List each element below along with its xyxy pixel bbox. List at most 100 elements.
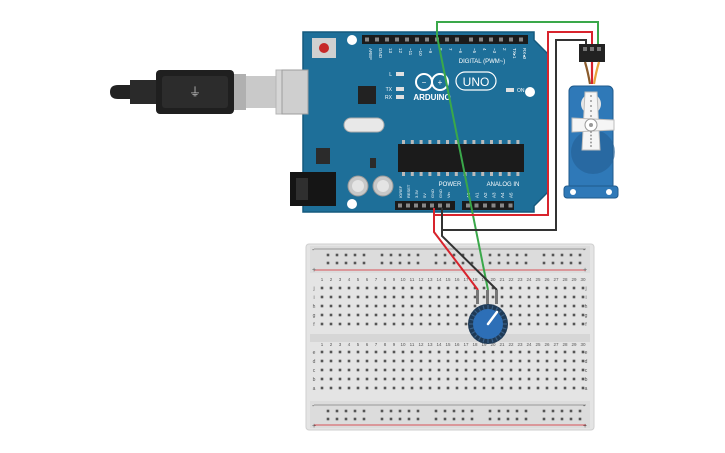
breadboard-hole[interactable]: [500, 295, 504, 299]
breadboard-hole[interactable]: [428, 313, 432, 317]
breadboard-hole[interactable]: [329, 295, 333, 299]
rail-hole[interactable]: [452, 253, 456, 257]
rail-hole[interactable]: [344, 409, 348, 413]
breadboard-hole[interactable]: [473, 304, 477, 308]
breadboard-hole[interactable]: [374, 377, 378, 381]
rail-hole[interactable]: [434, 417, 438, 421]
rail-hole[interactable]: [452, 261, 456, 265]
breadboard-hole[interactable]: [446, 286, 450, 290]
breadboard-hole[interactable]: [437, 386, 441, 390]
breadboard-hole[interactable]: [455, 313, 459, 317]
rail-hole[interactable]: [443, 253, 447, 257]
breadboard-hole[interactable]: [473, 386, 477, 390]
breadboard-hole[interactable]: [338, 313, 342, 317]
breadboard-hole[interactable]: [581, 368, 585, 372]
breadboard-hole[interactable]: [572, 350, 576, 354]
rail-hole[interactable]: [497, 261, 501, 265]
breadboard-hole[interactable]: [572, 313, 576, 317]
breadboard-hole[interactable]: [509, 286, 513, 290]
breadboard-hole[interactable]: [536, 322, 540, 326]
rail-hole[interactable]: [362, 261, 366, 265]
breadboard-hole[interactable]: [437, 295, 441, 299]
breadboard-hole[interactable]: [500, 350, 504, 354]
header-pin[interactable]: [446, 203, 450, 208]
rail-hole[interactable]: [389, 261, 393, 265]
rail-hole[interactable]: [542, 417, 546, 421]
rail-hole[interactable]: [434, 253, 438, 257]
rail-hole[interactable]: [578, 253, 582, 257]
breadboard-hole[interactable]: [482, 359, 486, 363]
breadboard-hole[interactable]: [563, 313, 567, 317]
breadboard-hole[interactable]: [581, 295, 585, 299]
breadboard-hole[interactable]: [482, 377, 486, 381]
rail-hole[interactable]: [488, 253, 492, 257]
rail-hole[interactable]: [326, 417, 330, 421]
breadboard-hole[interactable]: [401, 313, 405, 317]
rail-hole[interactable]: [497, 409, 501, 413]
breadboard-hole[interactable]: [419, 286, 423, 290]
breadboard-hole[interactable]: [365, 304, 369, 308]
breadboard-hole[interactable]: [383, 359, 387, 363]
rail-hole[interactable]: [344, 417, 348, 421]
header-pin[interactable]: [414, 203, 418, 208]
breadboard-hole[interactable]: [509, 295, 513, 299]
breadboard-hole[interactable]: [347, 304, 351, 308]
breadboard-hole[interactable]: [347, 377, 351, 381]
breadboard-hole[interactable]: [338, 295, 342, 299]
rail-hole[interactable]: [560, 417, 564, 421]
breadboard-hole[interactable]: [419, 359, 423, 363]
breadboard-hole[interactable]: [320, 359, 324, 363]
breadboard-hole[interactable]: [419, 386, 423, 390]
breadboard-hole[interactable]: [338, 322, 342, 326]
header-pin[interactable]: [422, 203, 426, 208]
breadboard-hole[interactable]: [554, 322, 558, 326]
rail-hole[interactable]: [551, 409, 555, 413]
breadboard-hole[interactable]: [356, 377, 360, 381]
breadboard-hole[interactable]: [401, 359, 405, 363]
rail-hole[interactable]: [335, 417, 339, 421]
breadboard-hole[interactable]: [374, 304, 378, 308]
rail-hole[interactable]: [488, 409, 492, 413]
breadboard-hole[interactable]: [464, 350, 468, 354]
rail-hole[interactable]: [416, 253, 420, 257]
breadboard-hole[interactable]: [581, 313, 585, 317]
rail-hole[interactable]: [542, 261, 546, 265]
breadboard-hole[interactable]: [320, 368, 324, 372]
breadboard-hole[interactable]: [392, 359, 396, 363]
breadboard-hole[interactable]: [446, 295, 450, 299]
rail-hole[interactable]: [407, 417, 411, 421]
breadboard-hole[interactable]: [491, 377, 495, 381]
breadboard-hole[interactable]: [401, 286, 405, 290]
breadboard-hole[interactable]: [491, 350, 495, 354]
breadboard-hole[interactable]: [509, 386, 513, 390]
rail-hole[interactable]: [398, 253, 402, 257]
breadboard-hole[interactable]: [536, 304, 540, 308]
header-pin[interactable]: [500, 203, 504, 208]
breadboard-hole[interactable]: [563, 350, 567, 354]
breadboard-hole[interactable]: [455, 350, 459, 354]
breadboard-hole[interactable]: [320, 295, 324, 299]
breadboard-hole[interactable]: [365, 359, 369, 363]
breadboard-hole[interactable]: [365, 286, 369, 290]
header-pin[interactable]: [430, 203, 434, 208]
breadboard-hole[interactable]: [563, 304, 567, 308]
breadboard-hole[interactable]: [527, 322, 531, 326]
breadboard-hole[interactable]: [401, 304, 405, 308]
breadboard-hole[interactable]: [392, 322, 396, 326]
breadboard-hole[interactable]: [410, 295, 414, 299]
rail-hole[interactable]: [443, 417, 447, 421]
breadboard-hole[interactable]: [563, 322, 567, 326]
breadboard-hole[interactable]: [518, 322, 522, 326]
breadboard-hole[interactable]: [527, 386, 531, 390]
breadboard-hole[interactable]: [392, 386, 396, 390]
breadboard-hole[interactable]: [320, 322, 324, 326]
breadboard-hole[interactable]: [563, 386, 567, 390]
breadboard-hole[interactable]: [554, 359, 558, 363]
rail-hole[interactable]: [488, 417, 492, 421]
breadboard-hole[interactable]: [392, 377, 396, 381]
breadboard-hole[interactable]: [464, 322, 468, 326]
rail-hole[interactable]: [389, 409, 393, 413]
header-pin[interactable]: [395, 37, 399, 42]
breadboard-hole[interactable]: [554, 304, 558, 308]
breadboard-hole[interactable]: [581, 386, 585, 390]
